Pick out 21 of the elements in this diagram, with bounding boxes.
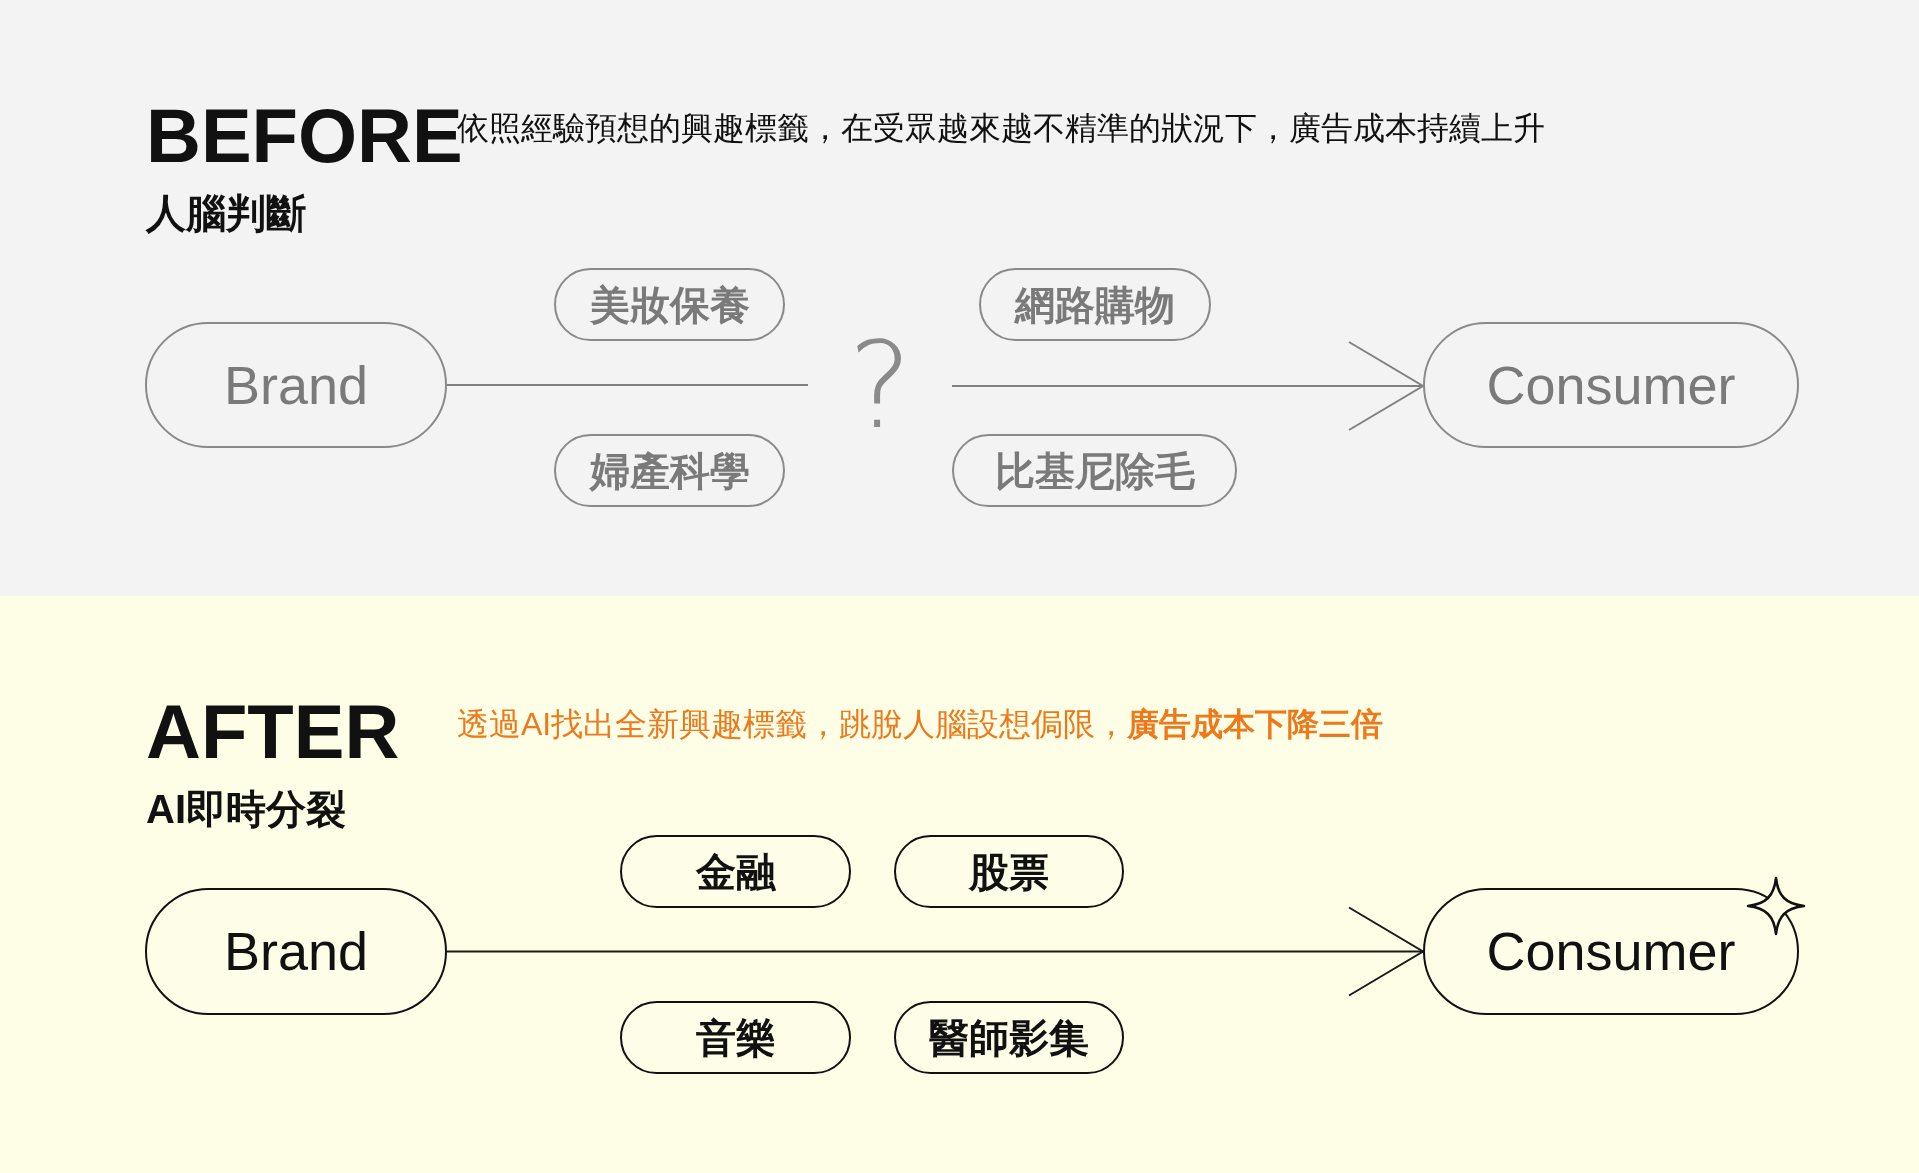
- interest-tag: 金融: [620, 835, 851, 908]
- interest-tag: 股票: [894, 835, 1124, 908]
- section-panel: [0, 0, 1919, 596]
- question-mark: ?: [808, 326, 952, 446]
- interest-tag: 比基尼除毛: [952, 434, 1237, 507]
- pill-node: Brand: [145, 322, 447, 448]
- section-panel: [0, 596, 1919, 1173]
- section-subheading: AI即時分裂: [146, 786, 346, 833]
- interest-tag: 婦產科學: [554, 434, 785, 507]
- description: 透過AI找出全新興趣標籤，跳脫人腦設想侷限，廣告成本下降三倍: [457, 705, 1384, 744]
- interest-tag: 網路購物: [979, 268, 1211, 341]
- interest-tag: 醫師影集: [894, 1001, 1124, 1074]
- interest-tag: 美妝保養: [554, 268, 785, 341]
- pill-node: Brand: [145, 888, 447, 1015]
- interest-tag: 音樂: [620, 1001, 851, 1074]
- pill-node: Consumer: [1423, 322, 1799, 448]
- arrow: [446, 906, 1424, 997]
- section-subheading: 人腦判斷: [146, 190, 306, 237]
- section-heading: AFTER: [146, 694, 400, 770]
- arrow: [951, 341, 1424, 431]
- pill-node: Consumer: [1423, 888, 1799, 1015]
